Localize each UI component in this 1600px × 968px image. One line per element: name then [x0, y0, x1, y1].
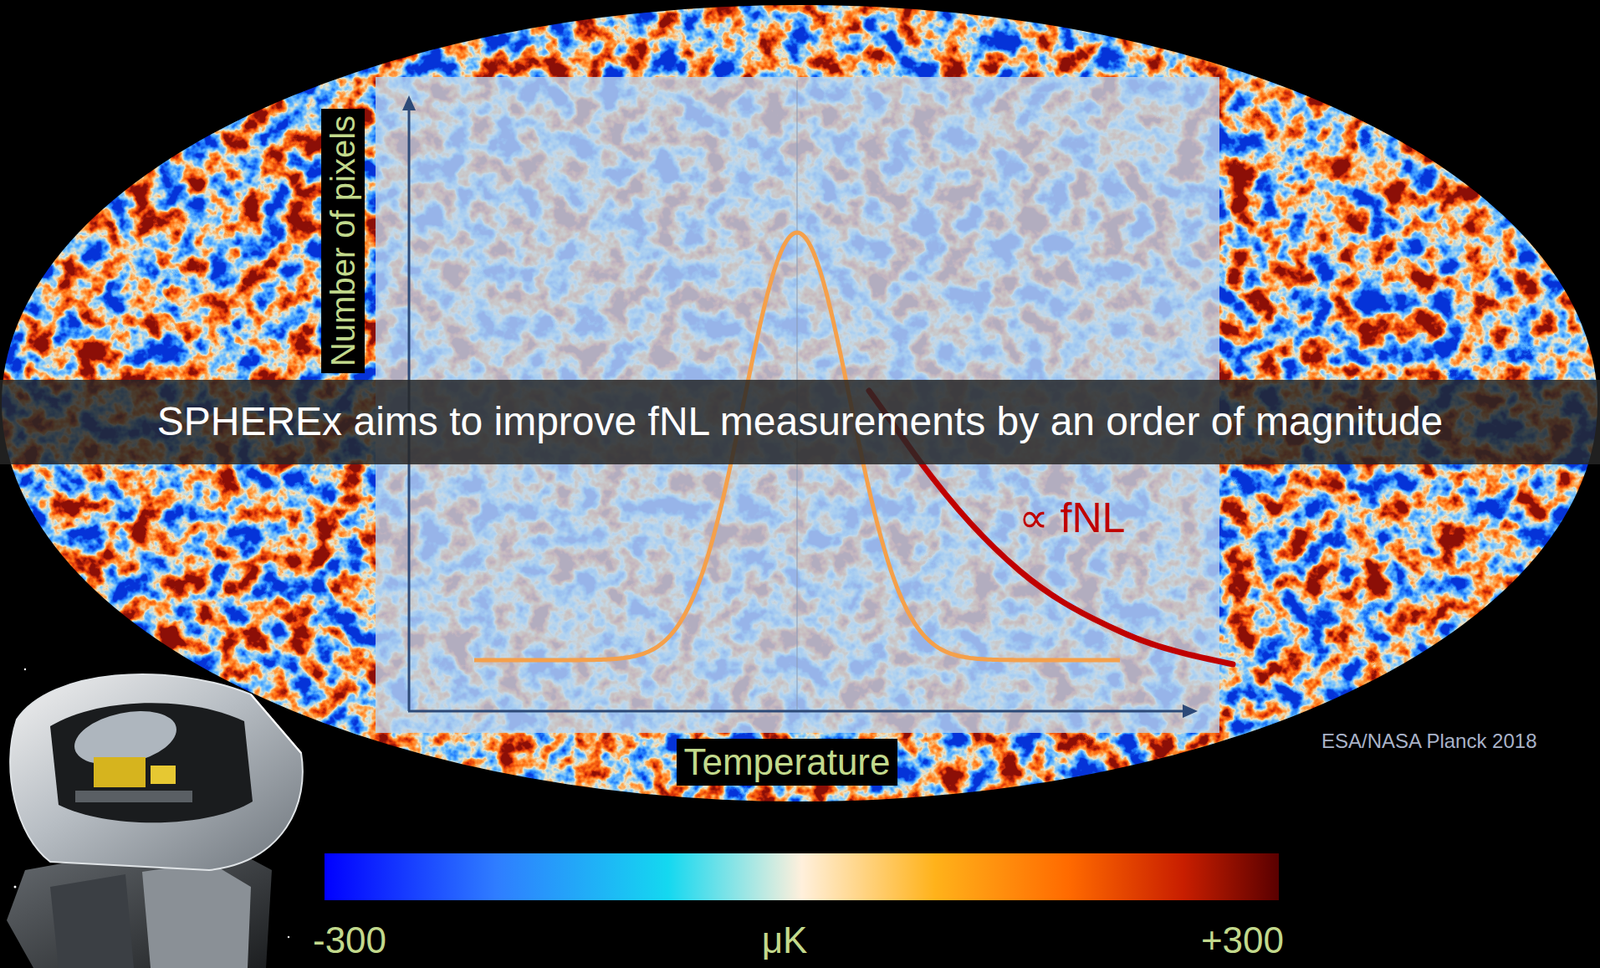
edge-highlight [250, 694, 302, 753]
node-text: SPHEREx aims to improve fNL measurements… [157, 399, 1444, 445]
node-text: Temperature [683, 741, 890, 783]
star [24, 668, 26, 670]
credit: ESA/NASA Planck 2018 [1321, 730, 1537, 752]
instrument-block [150, 765, 176, 784]
color-bar [324, 853, 1279, 900]
axis-arrowhead [402, 95, 416, 111]
axis-label-box: Number of pixels [321, 108, 365, 374]
structure [75, 790, 193, 803]
scale-value: -300 [312, 921, 387, 959]
node-text: Number of pixels [324, 115, 362, 367]
tail-annotation: ∝ fNL [1018, 495, 1125, 542]
axis-arrowhead [1182, 704, 1198, 718]
module-panel [50, 874, 134, 968]
scale-unit: μK [761, 921, 808, 959]
baffle-interior [50, 702, 253, 823]
banner: SPHEREx aims to improve fNL measurements… [0, 379, 1600, 465]
x-axis [408, 710, 1186, 713]
module-panel [142, 861, 251, 968]
planck-satellite [6, 668, 303, 968]
axis-label-box: Temperature [676, 738, 897, 786]
star [14, 885, 17, 889]
instrument-block [93, 756, 146, 788]
star [287, 935, 290, 938]
scale-value: +300 [1201, 921, 1284, 959]
baffle-shell [10, 674, 303, 870]
